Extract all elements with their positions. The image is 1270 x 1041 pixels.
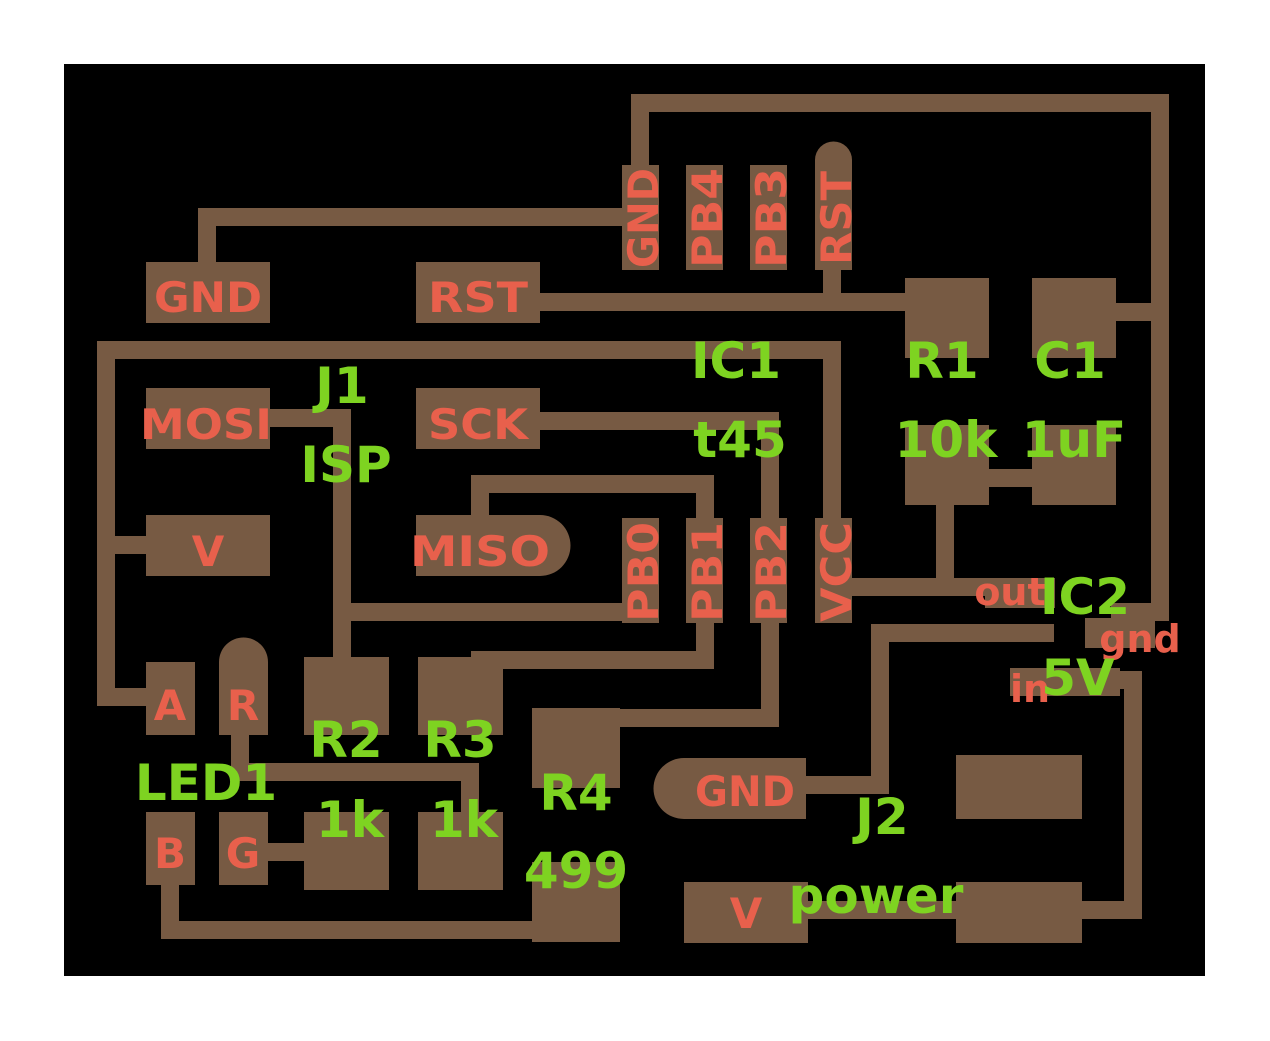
trace-led-r-r3 (231, 726, 479, 821)
label-j1-gnd: GND (154, 273, 262, 322)
label-j1-rst: RST (428, 273, 528, 322)
label-j1-miso: MISO (410, 527, 550, 576)
value-j1: ISP (300, 436, 391, 494)
label-j2-v: V (730, 889, 763, 938)
trace-gnd-ic2 (1111, 303, 1169, 621)
pin-labels: GND RST MOSI SCK V MISO GND PB4 PB3 RST … (140, 168, 1181, 938)
ref-r4: R4 (539, 764, 612, 822)
pad-j2-right-top (956, 755, 1082, 819)
pad-j1-miso (416, 515, 571, 576)
trace-gnd-loop (631, 94, 1169, 321)
ref-ic1: IC1 (691, 332, 781, 390)
label-ic2-out: out (974, 570, 1045, 614)
pad-ic2-gnd (1085, 618, 1155, 648)
pad-led1-a (146, 662, 195, 735)
pad-r2-top (304, 657, 389, 735)
pad-led1-r (218, 637, 268, 735)
pad-r3-top (418, 657, 503, 735)
label-ic1-pb3: PB3 (747, 168, 796, 268)
ref-led1: LED1 (135, 754, 277, 812)
pad-ic1-gnd (622, 165, 659, 270)
value-r3: 1k (430, 791, 500, 849)
value-j2: power (789, 867, 964, 925)
value-ic1: t45 (693, 411, 786, 469)
pad-r4-top (532, 708, 620, 788)
trace-sck (531, 412, 779, 534)
trace-pb2-r4 (601, 613, 779, 727)
pad-ic1-rst (815, 141, 852, 270)
pad-j1-v (146, 515, 270, 576)
part-labels: J1 ISP IC1 t45 R1 10k C1 1uF IC2 5V LED1… (135, 332, 1130, 925)
pad-ic2-out (985, 578, 1055, 608)
pad-r3-bottom (418, 812, 503, 890)
value-c1: 1uF (1022, 411, 1127, 469)
pad-r1-bottom (905, 425, 989, 505)
pad-ic1-pb4 (686, 165, 723, 270)
pad-ic1-vcc (815, 518, 852, 623)
pad-ic1-pb0 (622, 518, 659, 623)
pad-ic1-pb3 (750, 165, 787, 270)
label-j1-v: V (192, 527, 225, 576)
label-ic1-vcc: VCC (812, 522, 861, 622)
ref-r1: R1 (905, 332, 978, 390)
label-ic1-pb1: PB1 (683, 522, 732, 622)
pad-r1-top (905, 278, 989, 358)
label-led1-g: G (226, 829, 260, 878)
label-ic1-rst: RST (812, 171, 861, 265)
label-j1-sck: SCK (428, 400, 530, 449)
value-r2: 1k (316, 791, 386, 849)
pad-led1-b (146, 812, 195, 885)
pad-ic1-pb2 (750, 518, 787, 623)
pad-j2-right-bottom (956, 882, 1082, 943)
value-r4: 499 (524, 842, 628, 900)
label-j1-mosi: MOSI (140, 400, 272, 449)
pad-ic1-pb1 (686, 518, 723, 623)
pad-ic2-in (1010, 668, 1120, 696)
pad-j1-sck (416, 388, 540, 449)
pad-j1-rst (416, 262, 540, 323)
label-led1-a: A (154, 681, 187, 730)
pad-led1-g (219, 812, 268, 885)
trace-pb1-r3 (471, 613, 714, 669)
ref-j2: J2 (852, 788, 908, 846)
trace-mosi (259, 409, 634, 621)
ref-c1: C1 (1034, 332, 1105, 390)
label-led1-r: R (227, 681, 259, 730)
label-ic2-gnd: gnd (1099, 617, 1180, 661)
pad-j1-mosi (146, 388, 270, 449)
label-ic1-gnd: GND (619, 168, 668, 268)
label-ic1-pb2: PB2 (747, 522, 796, 622)
pad-j2-v (684, 882, 808, 943)
pad-c1-bottom (1032, 425, 1116, 505)
label-j2-gnd: GND (695, 767, 795, 816)
label-led1-b: B (154, 829, 186, 878)
label-ic2-in: in (1010, 667, 1050, 711)
pads (146, 141, 1155, 943)
pad-c1-top (1032, 278, 1116, 358)
pad-r4-bottom (532, 862, 620, 942)
pad-j2-gnd (653, 758, 806, 819)
trace-j2-gnd (791, 624, 1054, 794)
label-ic1-pb4: PB4 (683, 168, 732, 268)
trace-vcc-bus (97, 341, 841, 706)
ref-r3: R3 (423, 711, 496, 769)
pad-r2-bottom (304, 812, 389, 890)
value-ic2: 5V (1041, 649, 1115, 707)
trace-isp-gnd (198, 208, 634, 271)
ref-j1: J1 (312, 357, 368, 415)
ref-ic2: IC2 (1040, 568, 1130, 626)
ref-r2: R2 (309, 711, 382, 769)
trace-miso (471, 475, 714, 534)
label-ic1-pb0: PB0 (619, 522, 668, 622)
value-r1: 10k (895, 411, 1000, 469)
pad-j1-gnd (146, 262, 270, 323)
